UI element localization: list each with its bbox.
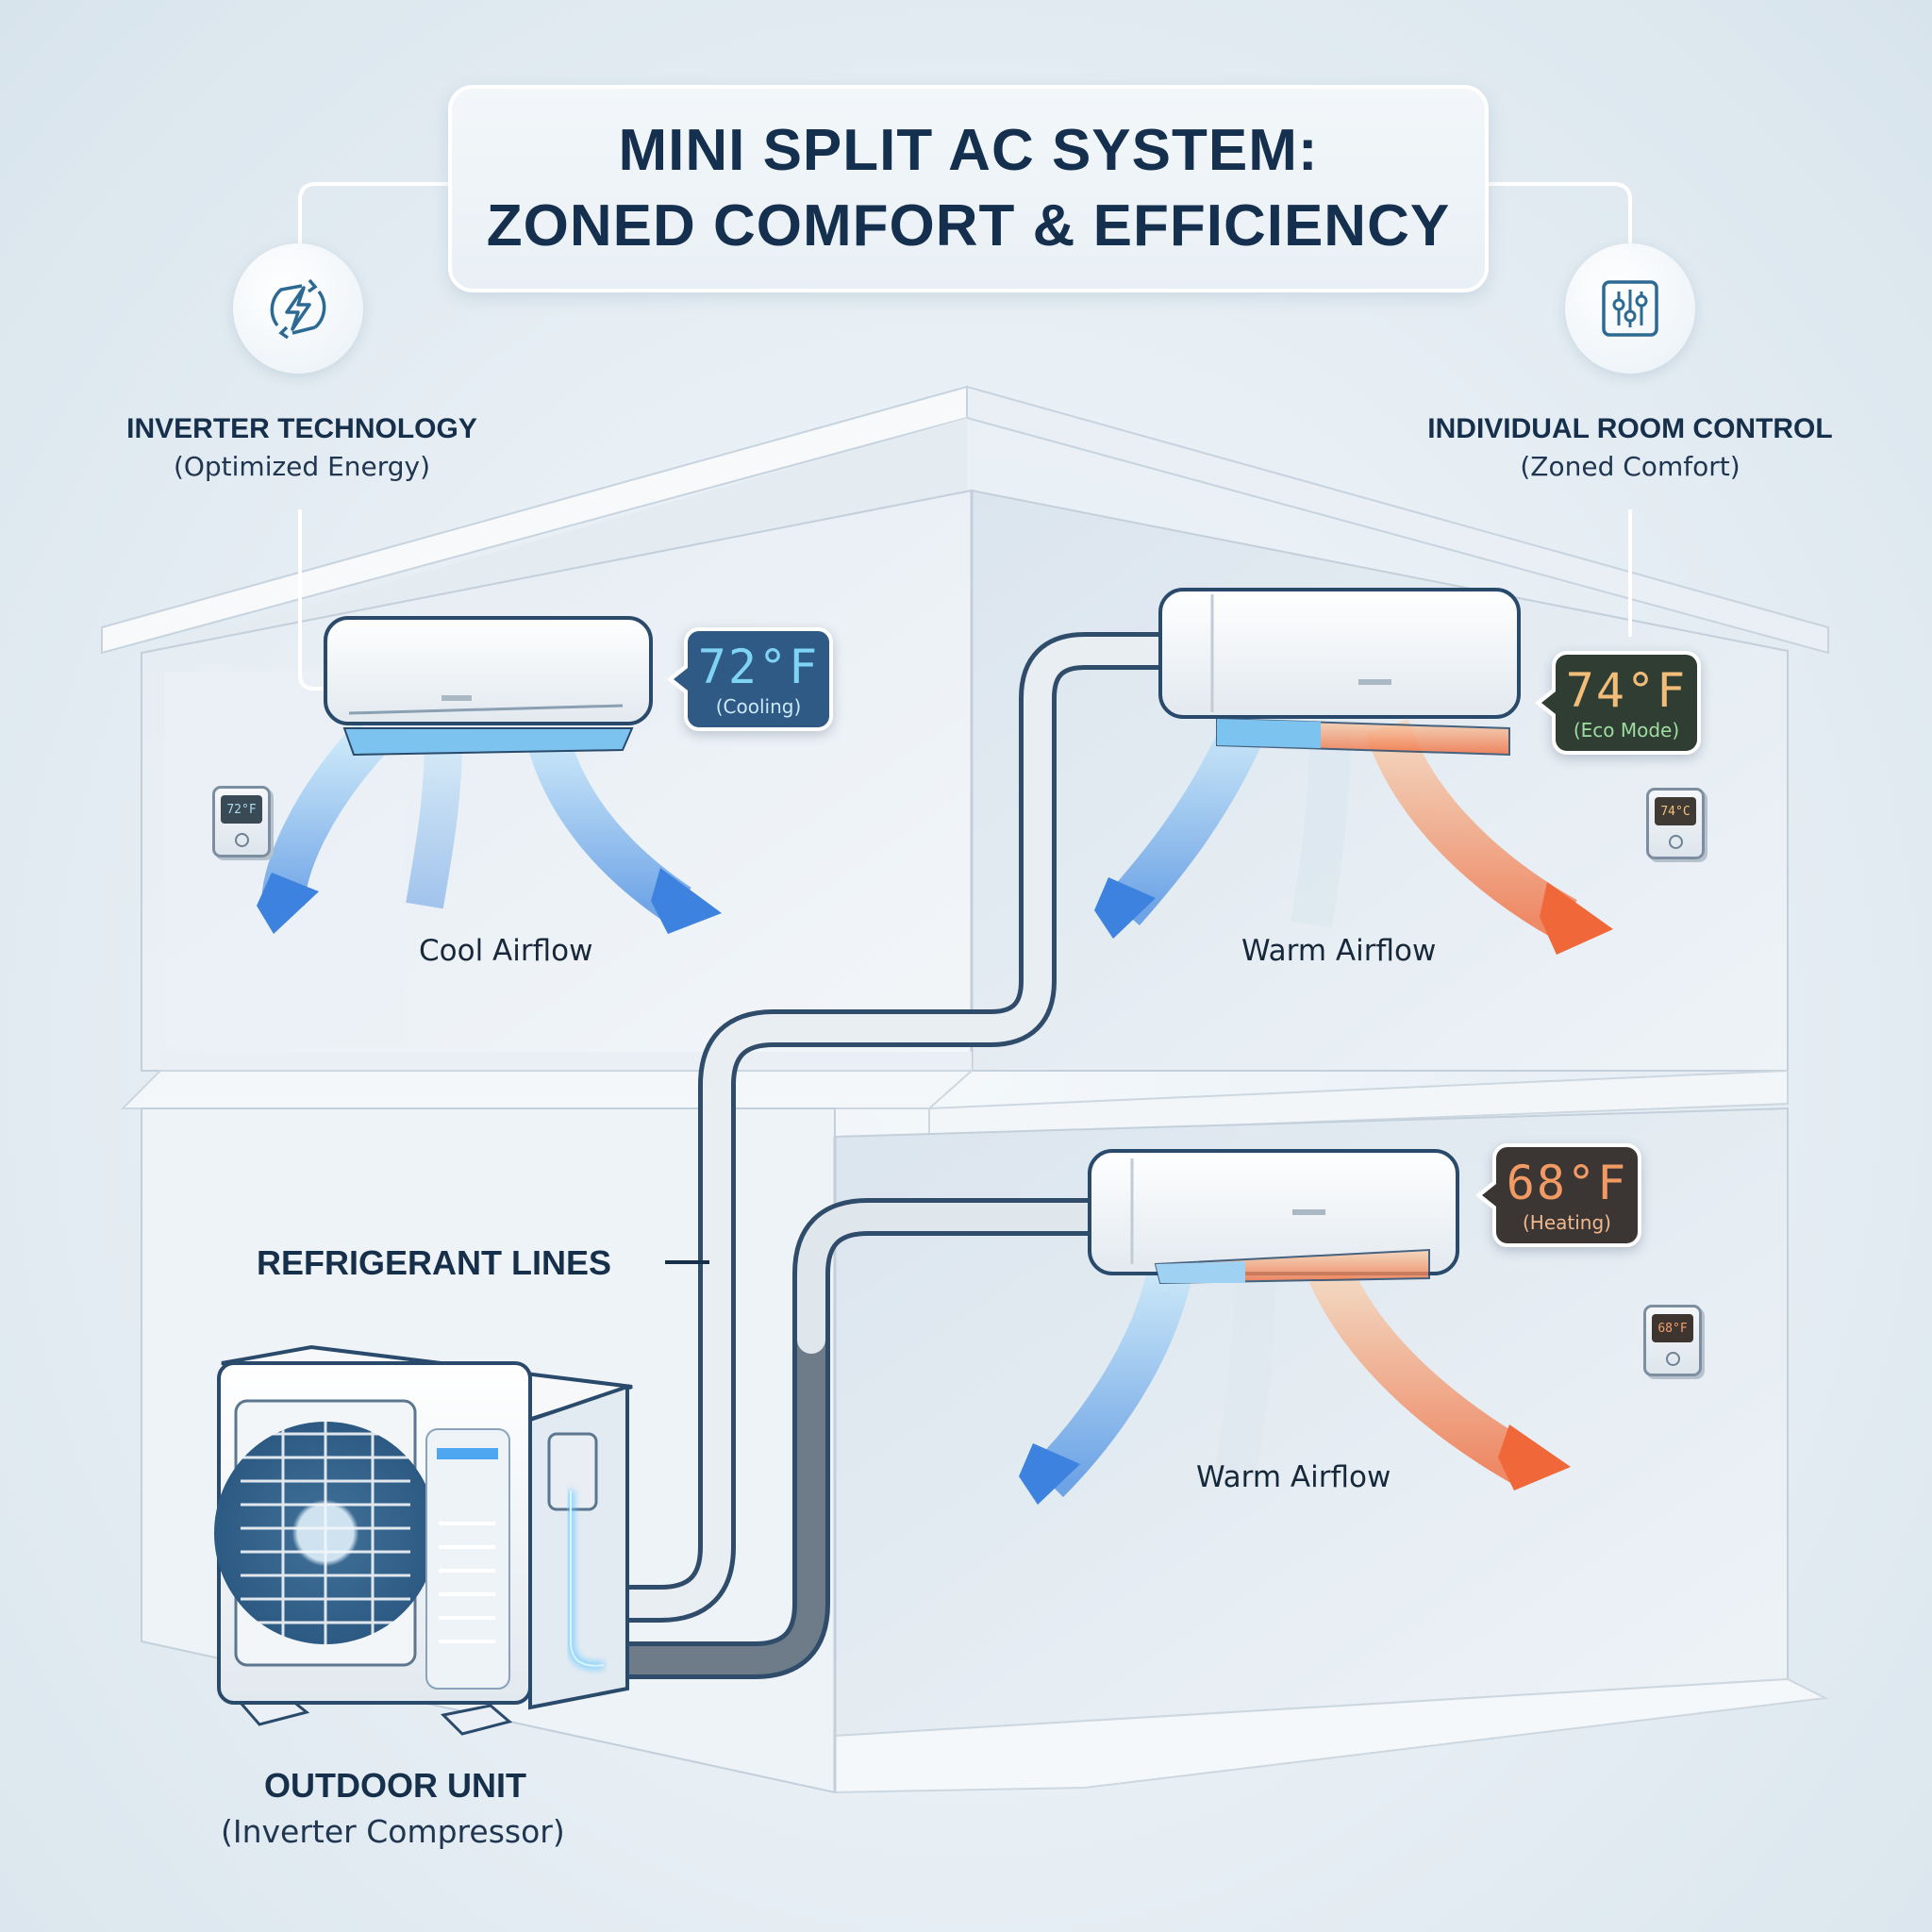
temp-value: 72°F [697,640,820,694]
refrigerant-lines-label: REFRIGERANT LINES [257,1243,612,1282]
temp-mode: (Eco Mode) [1573,719,1680,741]
indoor-unit-upper-left [257,616,722,934]
outdoor-unit-label: OUTDOOR UNIT [264,1766,526,1805]
lightning-cycle-icon [270,278,326,340]
temp-display-cooling: 72°F (Cooling) [667,627,833,731]
thermostat-screen: 68°F [1652,1314,1693,1342]
temp-value: 68°F [1506,1156,1628,1210]
leader-lines [298,182,1632,691]
thermostat-lower-right[interactable]: 68°F [1643,1305,1702,1376]
thermostat-upper-right[interactable]: 74°C [1646,788,1705,859]
thermostat-button[interactable] [1666,1352,1680,1366]
outdoor-unit [214,1344,633,1736]
thermostat-upper-left[interactable]: 72°F [212,786,271,858]
thermostat-button[interactable] [235,833,249,847]
temp-display-heating: 68°F (Heating) [1475,1143,1641,1247]
thermostat-button[interactable] [1669,835,1683,849]
inverter-technology-title: INVERTER TECHNOLOGY [126,413,477,444]
sliders-icon [1602,280,1658,337]
refrigerant-lines [585,632,1193,1679]
indoor-unit-lower-right [1019,1149,1571,1505]
temp-display-eco: 74°F (Eco Mode) [1535,651,1701,755]
thermostat-screen: 74°C [1655,797,1696,825]
airflow-label-warm-lower: Warm Airflow [1196,1460,1391,1494]
title-line-2: ZONED COMFORT & EFFICIENCY [486,193,1451,258]
inverter-technology-subtitle: (Optimized Energy) [173,451,431,482]
thermostat-screen: 72°F [221,795,262,824]
airflow-label-warm-upper: Warm Airflow [1241,934,1437,968]
temp-mode: (Heating) [1523,1211,1611,1234]
title-line-1: MINI SPLIT AC SYSTEM: [618,118,1319,183]
airflow-label-cool: Cool Airflow [419,934,593,968]
room-control-subtitle: (Zoned Comfort) [1520,451,1740,482]
inverter-feature-icon-badge [233,243,363,374]
outdoor-unit-subtitle: (Inverter Compressor) [221,1813,565,1850]
temp-mode: (Cooling) [715,695,802,718]
room-control-feature-icon-badge [1565,243,1695,374]
room-control-title: INDIVIDUAL ROOM CONTROL [1427,413,1833,444]
temp-value: 74°F [1565,663,1688,718]
indoor-unit-upper-right [1094,588,1613,955]
title-box: MINI SPLIT AC SYSTEM: ZONED COMFORT & EF… [448,85,1489,292]
roof [101,385,1829,660]
